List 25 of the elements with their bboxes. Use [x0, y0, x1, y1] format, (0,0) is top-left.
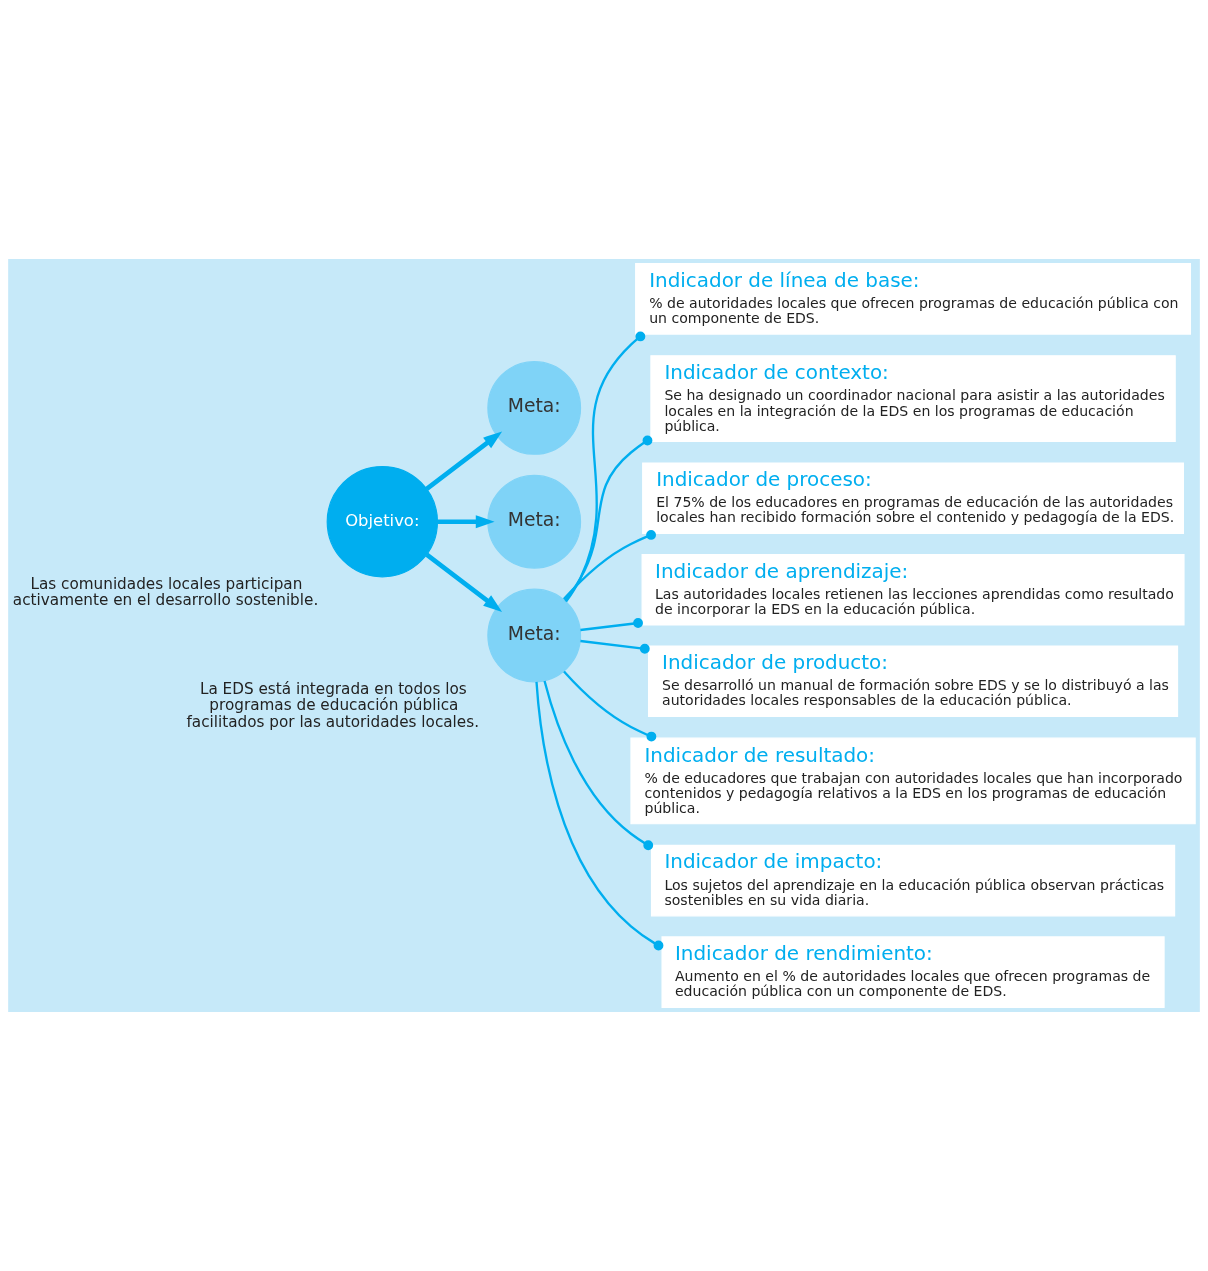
connector: [580, 639, 650, 654]
node-box: Indicador de impacto: Los sujetos del aprendizaje en la educación pública observan prácticas sostenibles en su vida diaria.: [650, 844, 1176, 917]
connector: [535, 681, 664, 951]
node-box: Indicador de rendimiento: Aumento en el % de autoridades locales que ofrecen programas de educación pública con un componente de EDS.: [661, 936, 1165, 1008]
connector: [580, 618, 643, 632]
node-box: Indicador de resultado: % de educadores que trabajan con autoridades locales que han incorporado contenidos y pedagogía relativos a la EDS en los programas de educación pública.: [630, 737, 1196, 825]
node-circle: Meta:: [487, 474, 582, 569]
arrow: [437, 515, 495, 529]
arrow: [425, 552, 503, 612]
node-label: La EDS está integrada en todos los programas de educación pública facilitados por las autoridades locales.: [186, 680, 480, 731]
node-box: Indicador de producto: Se desarrolló un manual de formación sobre EDS y se lo distribuyó a las autoridades locales responsables de la educación pública.: [648, 645, 1179, 717]
connector: [564, 435, 653, 602]
node-box: Indicador de contexto: Se ha designado un coordinador nacional para asistir a las autoridades locales en la integración de la EDS en los programas de educación pública.: [650, 355, 1176, 442]
node-label: Las comunidades locales participan activamente en el desarrollo sostenible.: [12, 575, 319, 610]
node-box: Indicador de proceso: El 75% de los educadores en programas de educación de las autoridades locales han recibido formación sobre el contenido y pedagogía de la EDS.: [642, 462, 1184, 535]
connector: [543, 680, 654, 851]
node-box: Indicador de aprendizaje: Las autoridades locales retienen las lecciones aprendidas como resultado de incorporar la EDS en la educación pública.: [641, 554, 1185, 626]
connector: [565, 331, 646, 603]
node-circle: Meta:: [487, 361, 582, 455]
arrow: [425, 431, 503, 491]
node-circle: Meta:: [487, 588, 582, 683]
node-circle: Objetivo:: [326, 466, 439, 578]
connector: [563, 670, 657, 742]
connector: [563, 530, 656, 600]
node-box: Indicador de línea de base: % de autoridades locales que ofrecen programas de educación pública con un componente de EDS.: [635, 263, 1192, 335]
